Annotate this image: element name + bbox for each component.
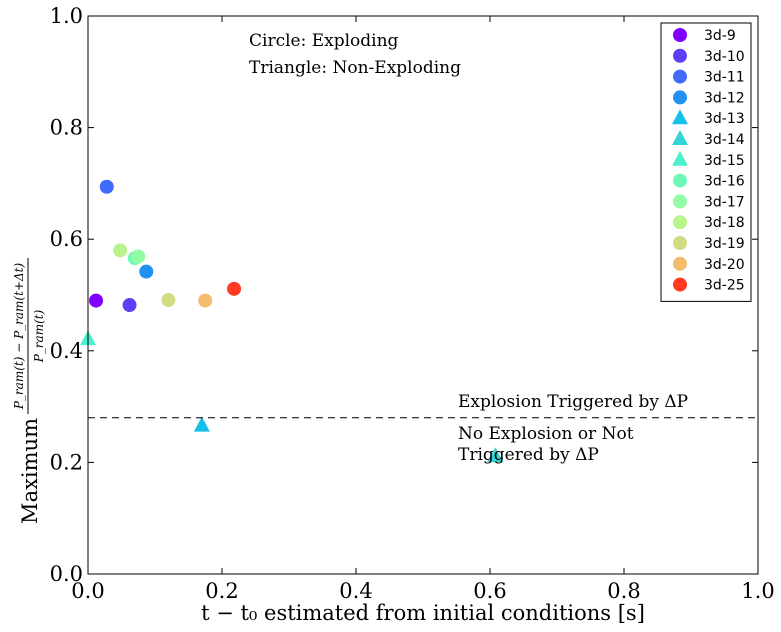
y-tick-label: 0.2	[50, 450, 83, 474]
x-tick-label: 0.0	[71, 579, 104, 603]
y-tick-label: 0.8	[50, 116, 83, 140]
y-tick-label: 0.0	[50, 562, 83, 586]
legend-marker-3d-15	[672, 150, 688, 166]
point-3d-12	[139, 264, 154, 279]
point-3d-9	[89, 293, 104, 308]
legend-label: 3d-15	[704, 153, 745, 169]
circle-note: Circle: Exploding	[249, 31, 399, 51]
legend-marker-3d-25	[673, 277, 687, 292]
point-3d-17	[131, 249, 146, 264]
legend-label: 3d-14	[704, 132, 745, 148]
legend-marker-3d-14	[672, 130, 688, 145]
x-tick-label: 0.6	[473, 579, 506, 603]
x-tick-label: 0.2	[205, 579, 238, 603]
triangle-note: Triangle: Non-Exploding	[249, 58, 461, 78]
point-3d-11	[99, 179, 114, 194]
y-tick-label: 0.4	[50, 339, 83, 363]
legend: 3d-9 3d-10 3d-11 3d-12 3d-13 3d-14 3d-15 3d-16 3…	[660, 22, 752, 302]
legend-label: 3d-20	[704, 257, 745, 273]
legend-marker-3d-12	[673, 90, 687, 105]
legend-label: 3d-17	[704, 194, 745, 210]
legend-label: 3d-25	[704, 278, 745, 294]
plot-frame	[87, 15, 759, 575]
point-3d-19	[161, 293, 176, 308]
point-3d-13	[193, 416, 210, 432]
point-3d-10	[122, 298, 137, 313]
y-axis-title-prefix: Maximum	[18, 418, 42, 524]
legend-marker-3d-19	[673, 236, 687, 250]
legend-label: 3d-11	[704, 70, 745, 86]
x-tick-label: 1.0	[741, 579, 774, 603]
point-3d-14	[487, 447, 504, 463]
legend-label: 3d-9	[704, 28, 736, 44]
below-line-note-2: Triggered by ΔP	[458, 445, 599, 465]
legend-marker-3d-18	[673, 215, 687, 230]
legend-marker-3d-13	[672, 109, 688, 125]
legend-marker-3d-16	[673, 173, 687, 188]
y-axis-title-numerator: P_ram(t) − P_ram(t+Δt)	[12, 263, 26, 411]
legend-label: 3d-16	[704, 174, 745, 190]
legend-marker-3d-11	[673, 69, 687, 84]
x-tick-label: 0.8	[607, 579, 640, 603]
axis-ticks: 0.0 0.2 0.4 0.6 0.8 1.0 0.0 0.2 0.4 0.6 0.8 1.0	[50, 4, 775, 603]
below-line-note-1: No Explosion or Not	[458, 424, 634, 444]
y-tick-label: 0.6	[50, 227, 83, 251]
legend-label: 3d-10	[704, 49, 745, 65]
data-points	[80, 179, 504, 463]
legend-marker-3d-9	[673, 28, 687, 42]
legend-label: 3d-13	[704, 111, 745, 127]
legend-marker-3d-20	[673, 256, 687, 271]
point-3d-20	[198, 293, 213, 308]
legend-label: 3d-12	[704, 90, 745, 106]
legend-label: 3d-18	[704, 215, 745, 231]
above-line-note: Explosion Triggered by ΔP	[458, 392, 688, 412]
x-tick-label: 0.4	[339, 579, 372, 603]
y-axis-title-denominator: P_ram(t)	[32, 309, 46, 363]
legend-label: 3d-19	[704, 236, 745, 252]
y-axis-title: Maximum P_ram(t) − P_ram(t+Δt) P_ram(t)	[12, 258, 46, 524]
x-axis-title: t − t₀ estimated from initial conditions…	[201, 601, 645, 625]
point-3d-18	[113, 243, 128, 258]
point-3d-25	[227, 281, 242, 296]
legend-marker-3d-10	[673, 48, 687, 63]
y-tick-label: 1.0	[50, 4, 83, 28]
legend-marker-3d-17	[673, 194, 687, 209]
